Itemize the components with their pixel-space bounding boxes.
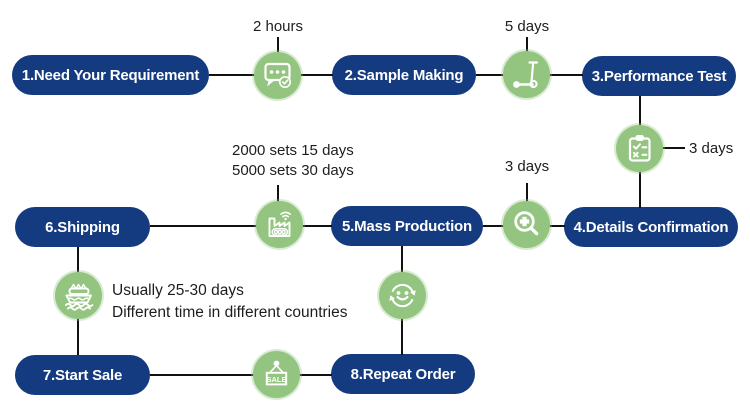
connector-line [526, 37, 528, 52]
factory-icon [256, 201, 303, 248]
duration-label-3-days-production: 3 days [504, 158, 550, 175]
connector-line [150, 374, 254, 376]
connector-line [662, 147, 685, 149]
clipboard-checklist-icon [616, 125, 663, 172]
step-pill-sample-making: 2.Sample Making [332, 55, 476, 95]
connector-line [401, 246, 403, 273]
duration-line: 5000 sets 30 days [232, 162, 354, 179]
chat-check-icon [254, 52, 301, 99]
duration-label-mass-production: 2000 sets 15 days 5000 sets 30 days [232, 141, 354, 181]
sale-sign-text: SALE [266, 375, 286, 384]
smiley-refresh-icon [379, 272, 426, 319]
connector-line [401, 318, 403, 355]
step-pill-details-confirmation: 4.Details Confirmation [564, 207, 738, 247]
scooter-icon [503, 51, 550, 98]
step-pill-performance-test: 3.Performance Test [582, 56, 736, 96]
connector-line [476, 74, 504, 76]
sale-sign-icon: SALE [253, 351, 300, 398]
step-pill-mass-production: 5.Mass Production [331, 206, 483, 246]
duration-label-shipping: Usually 25-30 days Different time in dif… [112, 280, 348, 324]
connector-line [302, 225, 332, 227]
connector-line [526, 183, 528, 202]
magnifier-plus-icon [503, 201, 550, 248]
connector-line [549, 225, 565, 227]
connector-line [209, 74, 255, 76]
connector-line [77, 247, 79, 273]
connector-line [300, 74, 333, 76]
connector-line [77, 318, 79, 355]
duration-label-3-days-details: 3 days [689, 140, 734, 157]
connector-line [639, 171, 641, 208]
duration-label-5-days: 5 days [504, 18, 550, 35]
step-pill-need-your-requirement: 1.Need Your Requirement [12, 55, 209, 95]
ship-icon [55, 272, 102, 319]
connector-line [639, 96, 641, 126]
duration-line: Different time in different countries [112, 304, 348, 321]
duration-label-2-hours: 2 hours [252, 18, 304, 35]
duration-line: 2000 sets 15 days [232, 142, 354, 159]
step-pill-repeat-order: 8.Repeat Order [331, 354, 475, 394]
connector-line [483, 225, 504, 227]
connector-line [299, 374, 332, 376]
connector-line [549, 74, 583, 76]
step-pill-start-sale: 7.Start Sale [15, 355, 150, 395]
step-pill-shipping: 6.Shipping [15, 207, 150, 247]
connector-line [150, 225, 257, 227]
duration-line: Usually 25-30 days [112, 282, 244, 299]
connector-line [277, 185, 279, 202]
connector-line [277, 37, 279, 53]
